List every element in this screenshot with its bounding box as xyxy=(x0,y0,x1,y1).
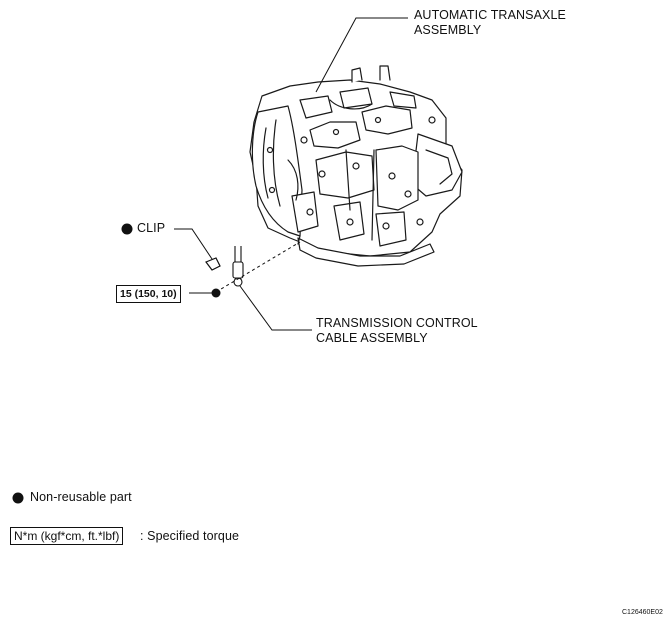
torque-value-box: 15 (150, 10) xyxy=(116,285,181,303)
clip-leader xyxy=(174,228,215,263)
cable-end xyxy=(232,246,244,287)
clip-part xyxy=(205,257,221,271)
transaxle-drawing xyxy=(249,65,463,267)
non-reusable-nut xyxy=(211,288,221,298)
transaxle-label-line2: ASSEMBLY xyxy=(414,23,482,37)
clip-bullet-icon xyxy=(121,223,133,235)
legend-torque-desc: : Specified torque xyxy=(140,529,240,543)
cable-label-line2: CABLE ASSEMBLY xyxy=(316,331,428,345)
alignment-dashed-line xyxy=(215,241,301,293)
legend-bullet-icon xyxy=(12,492,24,504)
legend-non-reusable-text: Non-reusable part xyxy=(30,490,132,504)
figure-code: C126460E02 xyxy=(622,609,663,616)
legend-torque-units-box: N*m (kgf*cm, ft.*lbf) xyxy=(10,527,124,545)
transaxle-label-line1: AUTOMATIC TRANSAXLE xyxy=(414,8,566,22)
clip-label: CLIP xyxy=(137,221,166,235)
cable-leader xyxy=(239,285,312,331)
cable-label-line1: TRANSMISSION CONTROL xyxy=(316,316,478,330)
transaxle-leader xyxy=(315,17,408,93)
